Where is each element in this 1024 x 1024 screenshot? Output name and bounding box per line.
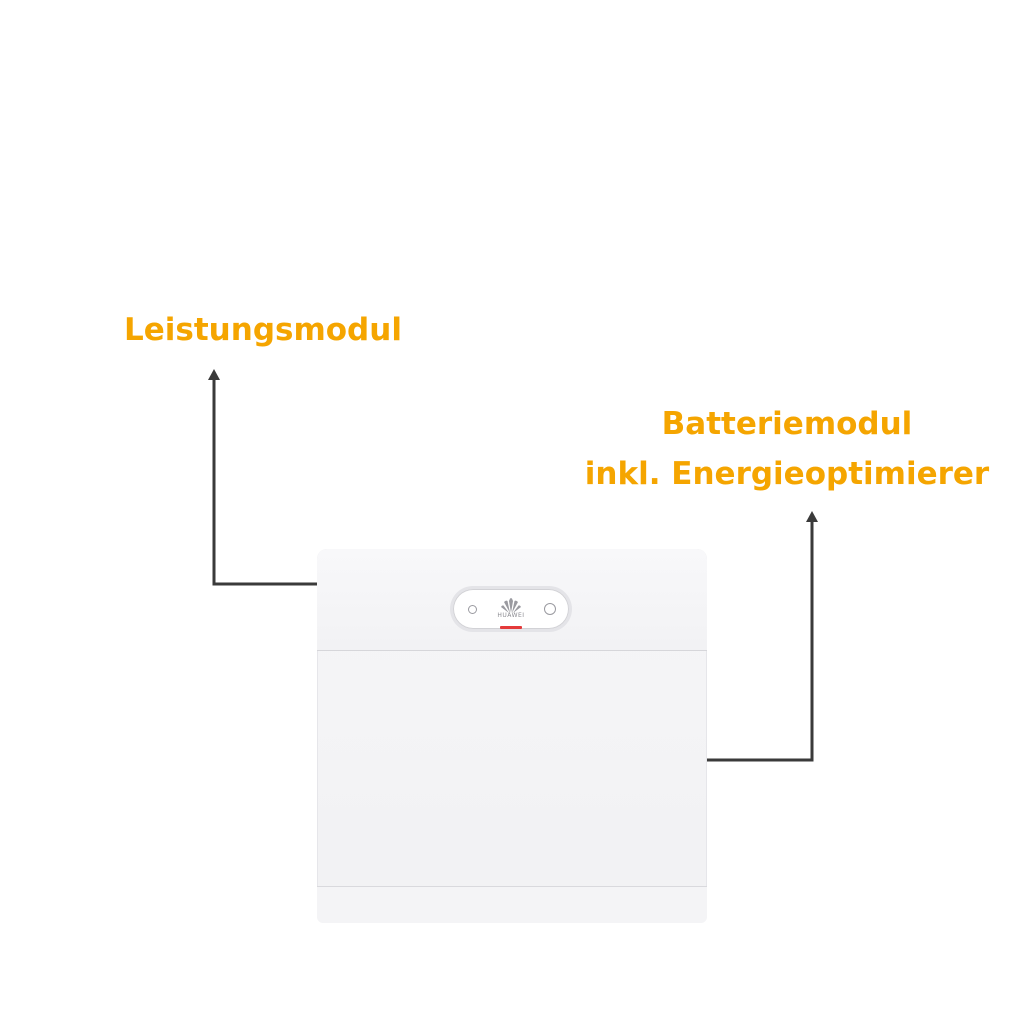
- connector-battery-module: [707, 511, 818, 762]
- arrowhead-power-module: [208, 369, 220, 380]
- brand-name: HUAWEI: [497, 612, 525, 619]
- arrowhead-battery-module: [806, 511, 818, 522]
- label-battery-module-subtitle: inkl. Energieoptimierer: [584, 455, 990, 492]
- status-indicator-bar: [500, 626, 522, 629]
- label-battery-module: Batteriemodul inkl. Energieoptimierer: [584, 400, 990, 499]
- battery-storage-device: HUAWEI: [317, 549, 707, 923]
- status-led-right: [544, 603, 556, 615]
- indicator-panel: HUAWEI: [453, 589, 569, 629]
- connector-power-module: [208, 369, 317, 586]
- power-module-housing: HUAWEI: [317, 549, 707, 651]
- brand-logo-icon: [501, 598, 521, 613]
- battery-module-base: [317, 886, 707, 923]
- label-battery-module-title: Batteriemodul: [661, 406, 913, 442]
- status-led-left: [468, 605, 477, 614]
- label-power-module: Leistungsmodul: [124, 312, 402, 348]
